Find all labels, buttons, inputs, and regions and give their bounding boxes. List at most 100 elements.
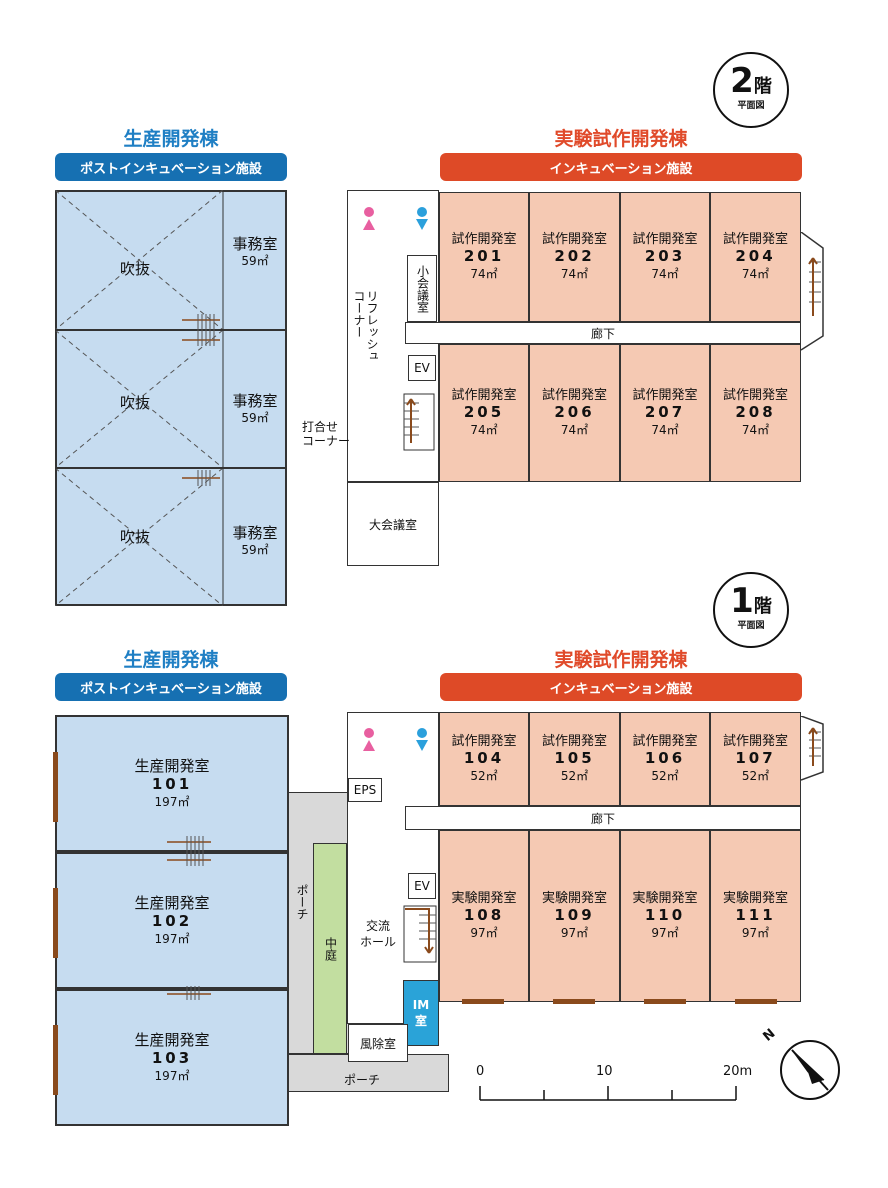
- room-number: 205: [463, 403, 505, 421]
- floor-1-badge: 1階 平面図: [713, 572, 789, 648]
- scale-tick-0: 0: [476, 1064, 485, 1079]
- floor1-right-building-title: 実験試作開発棟: [554, 649, 688, 671]
- room-name: 試作開発室: [722, 734, 788, 749]
- floor1-room-105[interactable]: 試作開発室 105 52㎡: [529, 712, 620, 806]
- floor1-right-facility-pill: インキュベーション施設: [440, 673, 802, 701]
- floor1-left-facility-pill: ポストインキュベーション施設: [55, 673, 287, 701]
- room-number: 204: [735, 247, 776, 265]
- floor2-room-208[interactable]: 試作開発室 208 74㎡: [710, 344, 801, 482]
- floor1-door-109: [553, 999, 595, 1004]
- room-name: 実験開発室: [451, 891, 517, 906]
- room-number: 101: [151, 775, 193, 793]
- floor2-atrium-label-2: 吹抜: [120, 394, 151, 412]
- floor2-meeting-corner: 打合せ コーナー: [302, 420, 350, 448]
- corridor-label: 廊下: [590, 326, 615, 341]
- room-number: 106: [644, 749, 686, 767]
- room-name: 試作開発室: [451, 388, 517, 403]
- hall-line1: 交流: [366, 919, 391, 933]
- floor2-atrium-label-3: 吹抜: [120, 528, 151, 546]
- floor2-left-stairs: [182, 314, 220, 486]
- porch-v-text: ポーチ: [295, 884, 309, 920]
- floor2-ev: EV: [408, 355, 436, 381]
- floor2-right-facility-pill: インキュベーション施設: [440, 153, 802, 181]
- office-name: 事務室: [232, 235, 278, 253]
- floor2-room-203[interactable]: 試作開発室 203 74㎡: [620, 192, 710, 322]
- floor2-left-facility-pill: ポストインキュベーション施設: [55, 153, 287, 181]
- floor-1-number: 1: [730, 581, 754, 621]
- room-name: 試作開発室: [541, 388, 607, 403]
- room-area: 52㎡: [741, 769, 770, 783]
- floor1-room-110[interactable]: 実験開発室 110 97㎡: [620, 830, 710, 1002]
- floor1-door-101: [53, 752, 58, 822]
- floor1-courtyard: 中庭: [313, 843, 347, 1054]
- room-area: 52㎡: [470, 769, 498, 783]
- room-number: 107: [735, 749, 776, 767]
- large-meeting-label: 大会議室: [368, 517, 417, 532]
- floor1-door-103: [53, 1025, 58, 1095]
- floor2-room-206[interactable]: 試作開発室 206 74㎡: [529, 344, 620, 482]
- floor1-ev: EV: [408, 873, 436, 899]
- floor2-large-meeting-room: 大会議室: [347, 482, 439, 566]
- floor2-room-205[interactable]: 試作開発室 205 74㎡: [439, 344, 529, 482]
- floor1-room-104[interactable]: 試作開発室 104 52㎡: [439, 712, 529, 806]
- im-label-line1: IM: [412, 997, 430, 1012]
- floor2-room-202[interactable]: 試作開発室 202 74㎡: [529, 192, 620, 322]
- floor-2-number: 2: [730, 61, 754, 101]
- room-area: 74㎡: [470, 267, 498, 281]
- room-name: 試作開発室: [632, 232, 698, 247]
- floor1-door-102: [53, 888, 58, 958]
- floor1-door-108: [462, 999, 504, 1004]
- floor2-production-building: [55, 190, 287, 606]
- floor1-eps: EPS: [348, 778, 382, 802]
- room-area: 97㎡: [560, 926, 589, 940]
- floor2-room-204[interactable]: 試作開発室 204 74㎡: [710, 192, 801, 322]
- room-area: 74㎡: [470, 423, 498, 437]
- room-area: 97㎡: [651, 926, 679, 940]
- floor1-room-106[interactable]: 試作開発室 106 52㎡: [620, 712, 710, 806]
- room-name: 実験開発室: [632, 891, 698, 906]
- floor1-porch-v-label: ポーチ: [295, 884, 309, 924]
- room-name: 試作開発室: [722, 232, 788, 247]
- floor1-room-101[interactable]: 生産開発室 101 197㎡: [55, 715, 289, 852]
- floor1-airlock: 風除室: [348, 1024, 408, 1062]
- room-area: 74㎡: [560, 267, 589, 281]
- office-name: 事務室: [232, 392, 278, 410]
- floor1-corridor: 廊下: [405, 806, 801, 830]
- floor-2-subtitle: 平面図: [737, 101, 765, 111]
- room-area: 74㎡: [741, 267, 770, 281]
- floor1-fire-escape-stairs: [801, 716, 824, 781]
- room-name: 生産開発室: [134, 894, 210, 912]
- room-name: 試作開発室: [451, 734, 517, 749]
- floor2-room-207[interactable]: 試作開発室 207 74㎡: [620, 344, 710, 482]
- room-name: 試作開発室: [632, 734, 698, 749]
- room-area: 52㎡: [651, 769, 679, 783]
- room-number: 201: [463, 247, 505, 265]
- room-number: 109: [554, 906, 595, 924]
- floor1-room-103[interactable]: 生産開発室 103 197㎡: [55, 989, 289, 1126]
- floor1-room-111[interactable]: 実験開発室 111 97㎡: [710, 830, 801, 1002]
- floor1-room-107[interactable]: 試作開発室 107 52㎡: [710, 712, 801, 806]
- room-area: 52㎡: [560, 769, 589, 783]
- floor2-room-201[interactable]: 試作開発室 201 74㎡: [439, 192, 529, 322]
- ev-label: EV: [414, 879, 430, 893]
- room-area: 74㎡: [560, 423, 589, 437]
- floor1-exchange-hall: 交流 ホール: [360, 918, 396, 950]
- room-number: 102: [151, 912, 193, 930]
- floor1-room-109[interactable]: 実験開発室 109 97㎡: [529, 830, 620, 1002]
- floor1-left-stairs: [167, 836, 211, 1000]
- room-area: 197㎡: [154, 795, 190, 809]
- floor1-women-restroom-icon: [362, 728, 376, 751]
- room-number: 206: [554, 403, 595, 421]
- floor1-room-102[interactable]: 生産開発室 102 197㎡: [55, 852, 289, 989]
- floor2-men-restroom-icon: [415, 207, 429, 230]
- room-name: 試作開発室: [541, 232, 607, 247]
- floor2-right-building-title: 実験試作開発棟: [554, 128, 688, 150]
- room-name: 試作開発室: [451, 232, 517, 247]
- room-name: 試作開発室: [541, 734, 607, 749]
- floor2-women-restroom-icon: [362, 207, 376, 230]
- floor1-room-108[interactable]: 実験開発室 108 97㎡: [439, 830, 529, 1002]
- floor1-center-stairs: [403, 905, 437, 963]
- room-number: 203: [644, 247, 686, 265]
- room-number: 104: [463, 749, 505, 767]
- hall-line2: ホール: [360, 935, 397, 949]
